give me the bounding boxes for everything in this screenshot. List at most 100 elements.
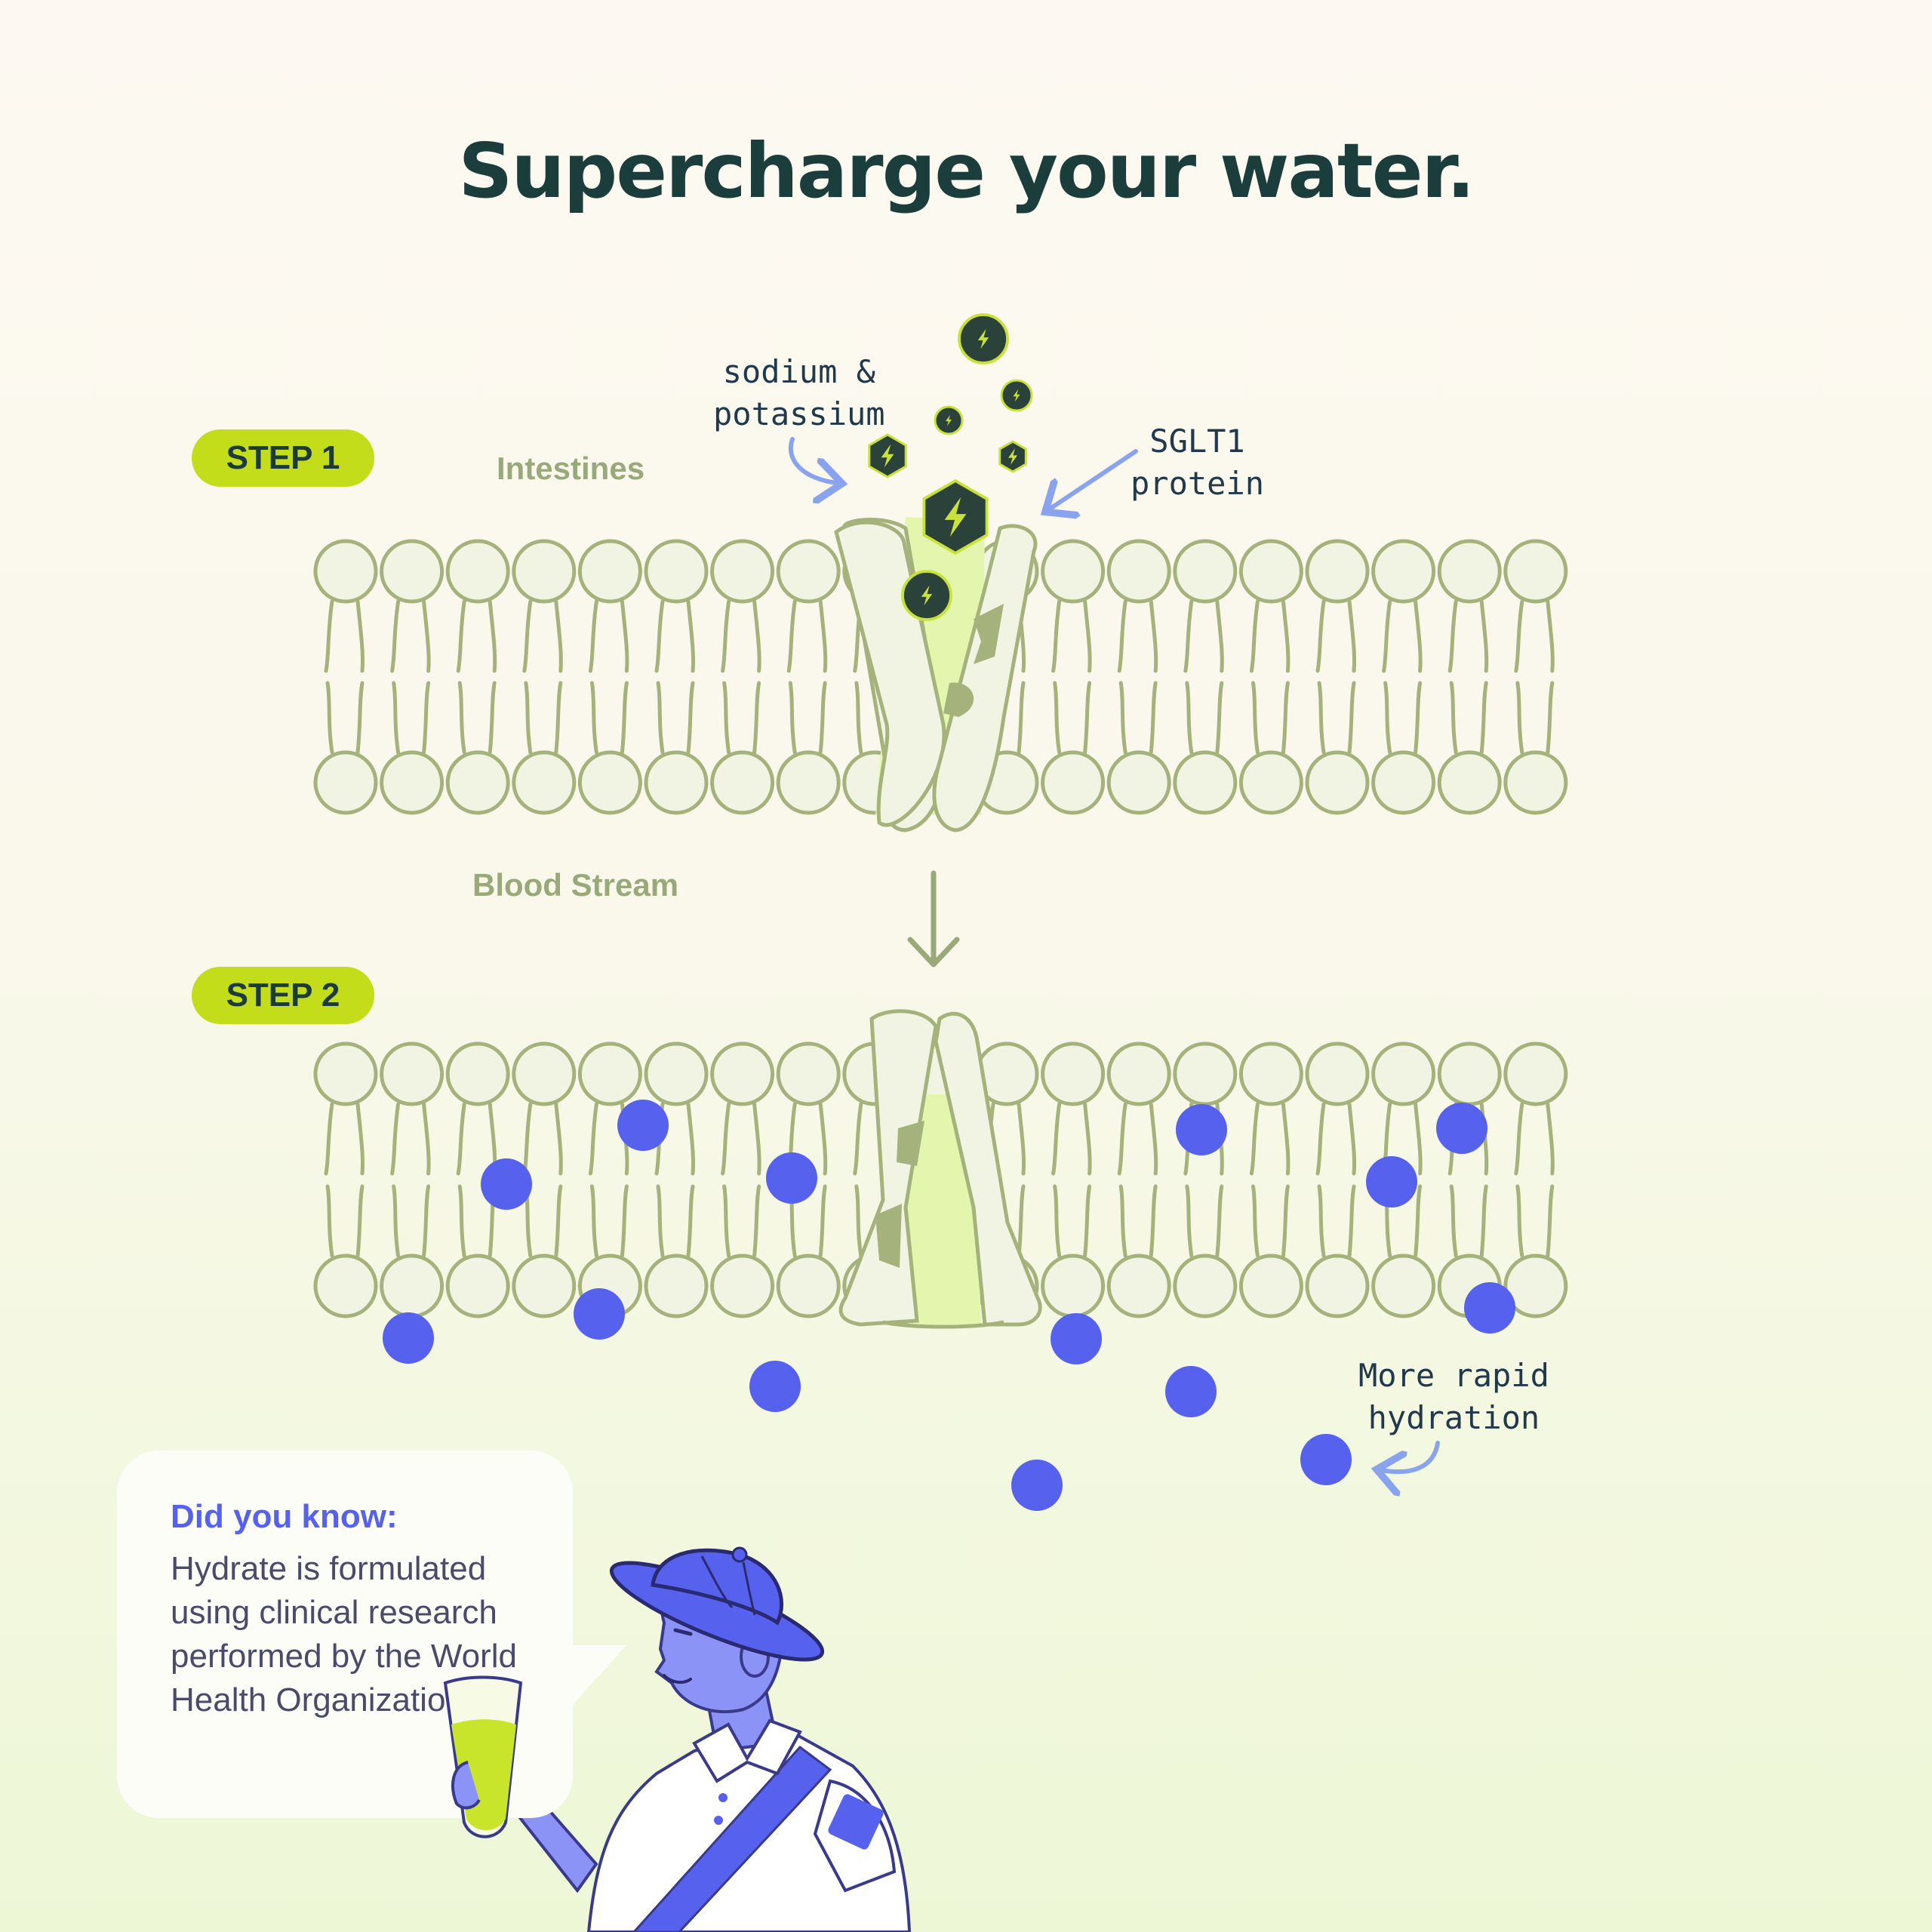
lipid-head [710, 1041, 775, 1106]
electrolyte-ions [868, 313, 1033, 621]
lightning-bolt-icon [922, 478, 989, 555]
lipid-head [313, 750, 378, 815]
water-molecule [749, 1361, 801, 1412]
lipid-head [1503, 1254, 1568, 1318]
lipid-head [380, 1254, 445, 1318]
lipid-head [313, 1254, 378, 1318]
sglt1-protein-annotation: SGLT1 protein [1131, 423, 1265, 502]
lipid-head [1106, 1254, 1171, 1318]
water-molecule [1300, 1434, 1352, 1485]
lipid-head [1173, 1254, 1238, 1318]
lipid-head [1041, 539, 1106, 604]
lightning-bolt-icon [901, 570, 952, 621]
lipid-head [1503, 750, 1568, 815]
lipid-head [512, 750, 577, 815]
lipid-head [644, 1041, 709, 1106]
rapid-hydration-annotation: More rapid hydration [1358, 1357, 1549, 1436]
water-molecule [481, 1158, 532, 1210]
lipid-head [445, 539, 510, 604]
lipid-head [644, 1254, 709, 1318]
lipid-head [512, 1041, 577, 1106]
lipid-head [644, 539, 709, 604]
sodium-potassium-annotation: sodium & potassium [713, 353, 885, 432]
lipid-head [1173, 750, 1238, 815]
water-molecule [1051, 1313, 1102, 1364]
lipid-head [1305, 539, 1370, 604]
lipid-head [1173, 539, 1238, 604]
lipid-head [512, 539, 577, 604]
lipid-head [776, 1041, 841, 1106]
lipid-head [1238, 750, 1303, 815]
lipid-head [445, 1041, 510, 1106]
drink-glass-icon [443, 1675, 523, 1838]
lipid-head [380, 539, 445, 604]
lipid-head [577, 1041, 642, 1106]
lipid-head [1437, 539, 1502, 604]
step-2-badge: STEP 2 [192, 967, 374, 1024]
lipid-head [644, 750, 709, 815]
lipid-head [1041, 1041, 1106, 1106]
lightning-bolt-icon [868, 433, 907, 478]
lipid-head [1041, 1254, 1106, 1318]
lipid-head [1371, 539, 1436, 604]
lipid-head [512, 1254, 577, 1318]
lipid-head [1041, 750, 1106, 815]
down-arrow-icon [907, 870, 960, 968]
water-molecule [1165, 1366, 1217, 1417]
lipid-head [1371, 750, 1436, 815]
sglt1-arrow-icon [1049, 449, 1138, 509]
water-molecule [1366, 1156, 1417, 1208]
lipid-head [1238, 539, 1303, 604]
water-molecule [617, 1100, 669, 1151]
lipid-head [1305, 1041, 1370, 1106]
lipid-head [710, 1254, 775, 1318]
lipid-head [1238, 1254, 1303, 1318]
lightning-bolt-icon [934, 405, 964, 435]
water-molecule [383, 1312, 434, 1364]
bubble-tail [558, 1645, 626, 1721]
intestines-label: Intestines [497, 451, 645, 486]
water-molecule [574, 1288, 625, 1340]
lipid-head [1437, 750, 1502, 815]
step-1-badge: STEP 1 [192, 429, 374, 487]
water-molecule [1436, 1103, 1487, 1154]
lipid-head [710, 750, 775, 815]
lipid-head [313, 1041, 378, 1106]
sglt1-channel-closed [838, 1009, 1042, 1329]
water-molecule [1176, 1104, 1227, 1155]
lipid-head [313, 539, 378, 604]
water-molecule [766, 1152, 817, 1204]
water-molecule [1011, 1460, 1063, 1511]
lipid-head [1106, 750, 1171, 815]
character-illustration [488, 1546, 912, 1932]
lipid-head [1305, 1254, 1370, 1318]
lipid-head [445, 750, 510, 815]
lipid-head [1173, 1041, 1238, 1106]
lipid-head [380, 1041, 445, 1106]
lipid-head [710, 539, 775, 604]
lipid-head [776, 1254, 841, 1318]
water-molecule [1464, 1282, 1515, 1334]
water-molecules [383, 1100, 1515, 1511]
lipid-head [380, 750, 445, 815]
did-you-know-body: Hydrate is formulated using clinical res… [171, 1550, 517, 1718]
lipid-head [1106, 539, 1171, 604]
lipid-head [776, 539, 841, 604]
lipid-head [1371, 1041, 1436, 1106]
page-title: Supercharge your water. [458, 127, 1475, 215]
blood-stream-label: Blood Stream [472, 867, 679, 903]
hydration-curved-arrow-icon [1381, 1441, 1440, 1472]
lipid-head [1503, 539, 1568, 604]
lipid-head [1238, 1041, 1303, 1106]
lipid-head [1106, 1041, 1171, 1106]
sodium-curved-arrow-icon [788, 437, 838, 483]
lightning-bolt-icon [1000, 379, 1033, 412]
lipid-head [445, 1254, 510, 1318]
did-you-know-heading: Did you know: [171, 1498, 398, 1535]
lightning-bolt-icon [998, 440, 1027, 473]
lipid-head [1503, 1041, 1568, 1106]
lipid-head [776, 750, 841, 815]
lipid-head [1305, 750, 1370, 815]
lightning-bolt-icon [958, 313, 1009, 365]
